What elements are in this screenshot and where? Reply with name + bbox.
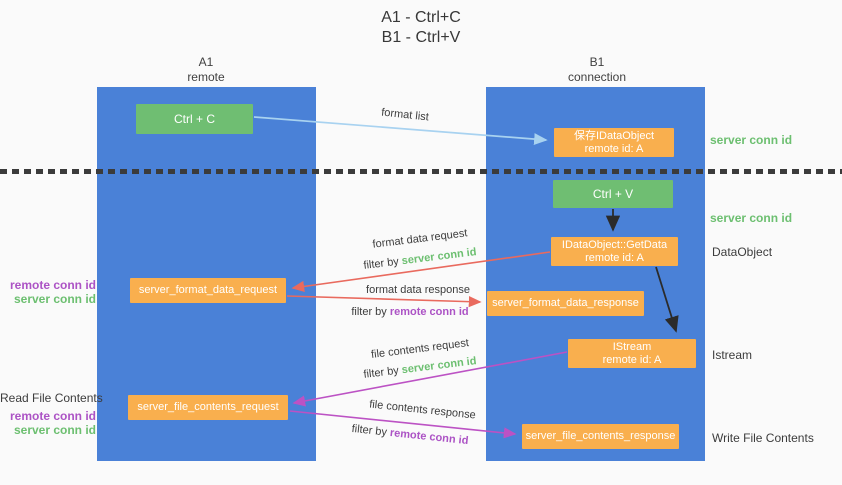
ctrl-v-label: Ctrl + V: [592, 187, 634, 201]
idataobject-getdata-node: IDataObject::GetData remote id: A: [551, 237, 678, 266]
diagram-title: A1 - Ctrl+C B1 - Ctrl+V: [0, 8, 842, 48]
remote-conn-id-text-2: remote conn id: [389, 426, 469, 448]
ctrl-c-node: Ctrl + C: [136, 104, 253, 134]
istream-line2: remote id: A: [602, 353, 662, 366]
file-contents-response-label: file contents response: [368, 398, 477, 422]
column-header-b1: B1 connection: [527, 55, 667, 85]
server-file-contents-response-label: server_file_contents_response: [525, 430, 676, 442]
column-a1-role: remote: [187, 70, 225, 84]
filter-prefix-1: filter by: [362, 255, 400, 272]
column-b1-name: B1: [589, 55, 605, 69]
write-file-contents-label: Write File Contents: [712, 431, 814, 445]
server-conn-id-side-label-mid: server conn id: [710, 211, 793, 225]
istream-line1: IStream: [612, 340, 652, 353]
server-conn-id-side-label-left-top: server conn id: [13, 292, 96, 306]
ctrl-v-node: Ctrl + V: [553, 180, 673, 208]
title-line-2: B1 - Ctrl+V: [381, 29, 461, 46]
server-format-data-request-node: server_format_data_request: [130, 278, 286, 303]
remote-conn-id-text-1: remote conn id: [389, 306, 469, 318]
server-conn-id-text-1: server conn id: [401, 246, 478, 268]
column-b1-role: connection: [567, 70, 627, 84]
server-conn-id-side-label-top: server conn id: [710, 133, 793, 147]
istream-node: IStream remote id: A: [568, 339, 696, 368]
format-list-label: format list: [380, 106, 430, 124]
server-format-data-request-label: server_format_data_request: [138, 284, 278, 296]
save-idataobject-node: 保存IDataObject remote id: A: [554, 128, 674, 157]
server-conn-id-side-label-left-bottom: server conn id: [13, 423, 96, 437]
server-file-contents-request-node: server_file_contents_request: [128, 395, 288, 420]
istream-side-label: Istream: [712, 348, 753, 362]
dataobject-side-label: DataObject: [712, 245, 773, 259]
server-format-data-response-label: server_format_data_response: [492, 297, 639, 309]
filter-prefix-4: filter by: [351, 422, 388, 439]
getdata-line1: IDataObject::GetData: [561, 238, 668, 251]
filter-prefix-2: filter by: [351, 306, 387, 318]
read-file-contents-label: Read File Contents: [0, 391, 103, 405]
server-conn-id-text-2: server conn id: [401, 355, 478, 377]
server-file-contents-response-node: server_file_contents_response: [522, 424, 679, 449]
ctrl-c-label: Ctrl + C: [173, 112, 215, 126]
remote-conn-id-side-label-bottom: remote conn id: [9, 409, 96, 423]
save-idataobject-line1: 保存IDataObject: [573, 129, 655, 142]
server-format-data-response-node: server_format_data_response: [487, 291, 644, 316]
filter-prefix-3: filter by: [362, 364, 400, 381]
column-header-a1: A1 remote: [136, 55, 276, 85]
save-idataobject-line2: remote id: A: [584, 142, 644, 155]
server-file-contents-request-label: server_file_contents_request: [137, 401, 279, 413]
format-data-response-label: format data response: [366, 284, 470, 296]
section-divider-dotted-line: [0, 169, 842, 174]
column-a1-name: A1: [198, 55, 214, 69]
getdata-line2: remote id: A: [585, 251, 644, 264]
title-line-1: A1 - Ctrl+C: [381, 9, 461, 26]
remote-conn-id-side-label-top: remote conn id: [9, 278, 96, 292]
